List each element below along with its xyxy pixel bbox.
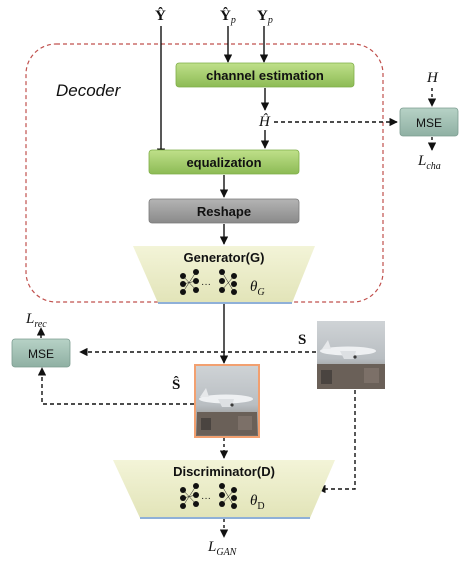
arrow-s-to-discriminator [317,390,356,494]
svg-text:···: ··· [201,279,211,290]
loss-gan-label: LGAN [207,539,238,558]
svg-text:···: ··· [201,493,211,504]
s-hat-symbol: Ŝ [172,376,180,393]
h-true-symbol: H [426,70,439,86]
mse-recon-block [11,338,71,368]
reconstructed-image [194,364,260,438]
theta-d-symbol: θD [250,493,265,512]
loss-recon-label: Lrec [25,311,47,330]
reshape-block [148,198,300,224]
original-image [317,321,385,389]
input-y-p: Yp [257,8,273,26]
input-y-hat-p: Ŷp [220,7,236,26]
generator-label: Generator(G) [184,250,265,265]
equalization-label: equalization [186,155,261,170]
discriminator-label: Discriminator(D) [173,464,275,479]
theta-g-symbol: θG [250,279,265,298]
reshape-label: Reshape [197,204,251,219]
generator-network-icon: ··· [180,269,237,295]
equalization-block [148,149,300,175]
channel-estimation-label: channel estimation [206,68,324,83]
discriminator-network-icon: ··· [180,483,237,509]
generator-block [133,246,315,303]
loss-channel-label: Lcha [417,153,441,172]
s-symbol: S [298,332,306,348]
input-y-hat: Ŷ [155,7,166,24]
decoder-label: Decoder [56,81,122,100]
arrow-shat-to-mse-recon [37,367,194,405]
h-hat-symbol: Ĥ [258,113,271,130]
channel-estimation-block [175,62,355,88]
mse-recon-label: MSE [28,347,54,361]
mse-channel-label: MSE [416,116,442,130]
mse-channel-block [399,107,459,137]
